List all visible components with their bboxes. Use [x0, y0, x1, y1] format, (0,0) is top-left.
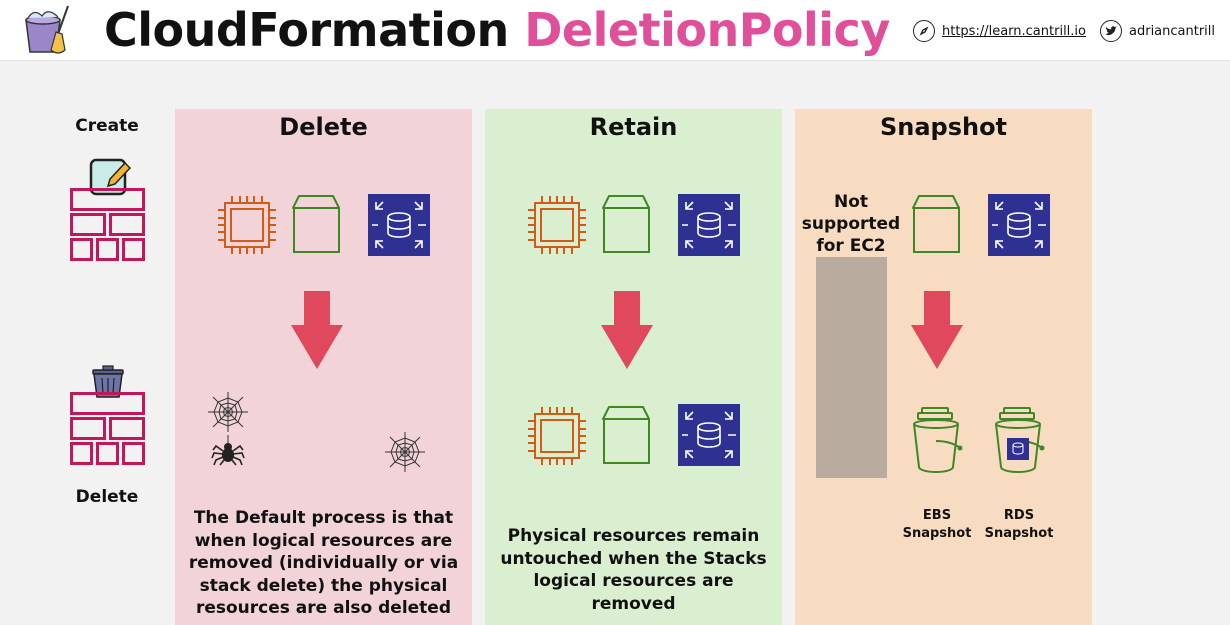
twitter-handle-text: adriancantrill — [1129, 23, 1216, 39]
retain-panel-title: Retain — [589, 113, 678, 141]
rds-database-icon — [367, 193, 431, 257]
retain-panel: Retain Physical resources remain untouch… — [485, 109, 782, 625]
title-accent: DeletionPolicy — [524, 3, 890, 57]
delete-label: Delete — [75, 487, 139, 507]
delete-panel-title: Delete — [279, 113, 368, 141]
down-arrow-icon — [911, 291, 963, 369]
page-title: CloudFormation DeletionPolicy — [104, 2, 890, 58]
s3-bucket-box-icon — [602, 195, 650, 253]
delete-panel: Delete The Default process is that when … — [175, 109, 472, 625]
not-supported-note: Not supported for EC2 — [801, 192, 901, 256]
rds-snapshot-bucket-icon — [995, 407, 1046, 473]
ec2-instance-icon — [527, 195, 587, 255]
snapshot-panel-title: Snapshot — [879, 113, 1008, 141]
twitter-icon — [1100, 20, 1122, 42]
title-main: CloudFormation — [104, 3, 509, 57]
down-arrow-icon — [291, 291, 343, 369]
slide-content: Create Delete Delete The Default proc — [0, 61, 1230, 625]
create-label: Create — [75, 116, 139, 136]
cleaning-bucket-icon — [25, 5, 69, 54]
ec2-instance-icon — [527, 406, 587, 466]
snapshot-panel: Snapshot Not supported for EC2 EBS Snaps… — [795, 109, 1092, 625]
rds-database-icon — [677, 403, 741, 467]
down-arrow-icon — [601, 291, 653, 369]
website-link[interactable]: https://learn.cantrill.io — [913, 18, 1086, 44]
ebs-snapshot-label: EBS Snapshot — [902, 508, 972, 541]
spider-icon — [211, 435, 245, 466]
delete-stack-icon — [70, 365, 145, 465]
delete-panel-description: The Default process is that when logical… — [188, 508, 459, 618]
rds-snapshot-label: RDS Snapshot — [984, 508, 1054, 541]
ebs-snapshot-bucket-icon — [913, 407, 964, 473]
rds-database-icon — [677, 193, 741, 257]
rds-database-icon — [987, 193, 1051, 257]
s3-bucket-box-icon — [602, 406, 650, 464]
s3-bucket-box-icon — [292, 195, 340, 253]
create-stack-icon — [70, 158, 145, 261]
retain-panel-description: Physical resources remain untouched when… — [500, 526, 767, 614]
website-url[interactable]: https://learn.cantrill.io — [942, 23, 1086, 39]
s3-bucket-box-icon — [912, 195, 960, 253]
ec2-placeholder-bar — [816, 257, 887, 478]
twitter-handle[interactable]: adriancantrill — [1100, 18, 1215, 44]
ec2-instance-icon — [217, 195, 277, 255]
header-bar: CloudFormation DeletionPolicy https://le… — [0, 0, 1230, 61]
cobweb-icon — [207, 391, 249, 433]
compass-icon — [913, 20, 935, 42]
cobweb-icon — [384, 431, 426, 473]
